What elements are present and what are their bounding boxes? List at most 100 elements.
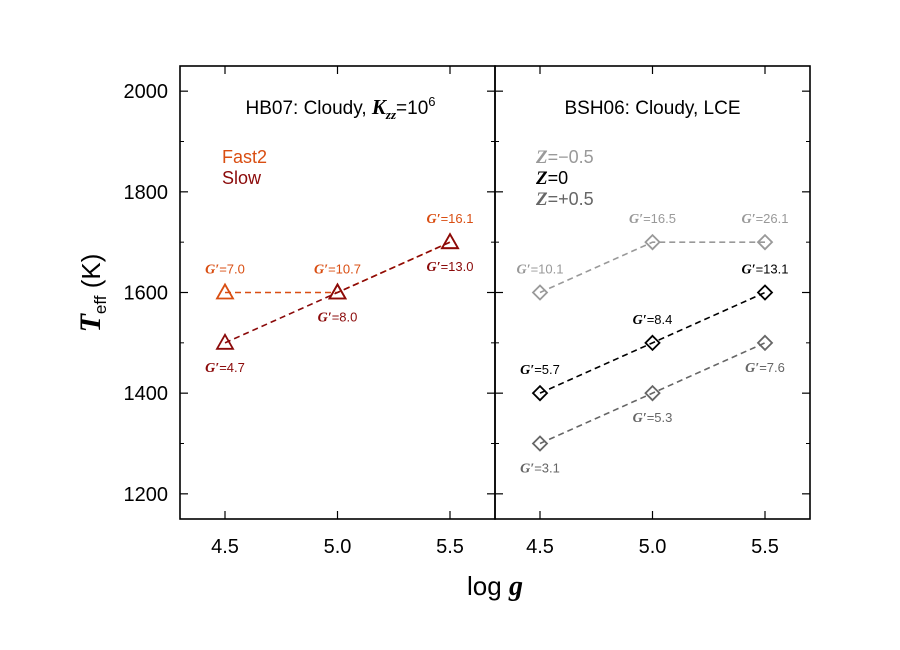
- x-axis-title: log g: [467, 571, 523, 602]
- point-label: G′=5.7: [520, 362, 560, 378]
- point-label-prefix: G′: [517, 263, 531, 278]
- y-tick-label: 1400: [124, 383, 169, 405]
- point-label: G′=4.7: [205, 360, 245, 376]
- y-tick-label: 1200: [124, 484, 169, 506]
- x-tick-label: 5.0: [639, 536, 667, 558]
- point-label: G′=16.1: [427, 211, 474, 227]
- legend-value: =−0.5: [548, 147, 594, 167]
- plot-frame: [494, 65, 811, 520]
- point-label: G′=13.1: [742, 262, 789, 278]
- x-tick-label: 4.5: [211, 536, 239, 558]
- k-value: =10: [396, 98, 428, 119]
- point-label: G′=10.7: [314, 262, 361, 278]
- legend-value: =0: [548, 168, 569, 188]
- legend-entry: Slow: [222, 168, 262, 188]
- x-axis-title-text: log: [467, 571, 509, 601]
- series-line: [539, 342, 766, 445]
- point-label: G′=10.1: [517, 262, 564, 278]
- point-label-prefix: G′: [629, 212, 643, 227]
- point-label: G′=3.1: [520, 461, 560, 477]
- diamond-marker: [531, 284, 549, 301]
- point-label: G′=26.1: [742, 211, 789, 227]
- point-label: G′=16.5: [629, 211, 676, 227]
- point-label-value: =26.1: [756, 211, 789, 226]
- point-label-value: =8.4: [647, 312, 673, 327]
- point-label-value: =8.0: [332, 310, 358, 325]
- point-label-value: =16.5: [643, 211, 676, 226]
- series-line: [539, 291, 766, 394]
- y-axis-title-symbol: T: [74, 312, 107, 332]
- y-tick-label: 2000: [124, 81, 169, 103]
- legend-symbol: Z: [535, 189, 548, 210]
- triangle-marker: [215, 333, 235, 350]
- x-tick-label: 5.0: [324, 536, 352, 558]
- point-label-prefix: G′: [633, 313, 647, 328]
- k-symbol: K: [371, 95, 388, 119]
- point-label: G′=7.6: [745, 360, 785, 376]
- k-exponent: 6: [428, 94, 435, 109]
- y-tick-label: 1800: [124, 182, 169, 204]
- point-label-prefix: G′: [520, 363, 534, 378]
- diamond-marker: [644, 233, 661, 251]
- point-label-prefix: G′: [633, 411, 647, 426]
- k-subscript: zz: [385, 107, 397, 122]
- triangle-marker: [327, 282, 348, 300]
- point-label-prefix: G′: [205, 361, 219, 376]
- point-label-value: =7.6: [759, 360, 785, 375]
- legend-label: Fast2: [222, 147, 267, 167]
- diamond-marker: [531, 384, 549, 402]
- point-label-value: =13.0: [441, 259, 474, 274]
- point-label-prefix: G′: [742, 212, 756, 227]
- point-label-value: =10.1: [531, 262, 564, 277]
- series-line: [539, 241, 765, 294]
- legend-entry: Z=+0.5: [535, 189, 594, 210]
- point-label-value: =7.0: [219, 262, 245, 277]
- legend-entry: Z=0: [535, 168, 568, 189]
- x-tick-label: 5.5: [436, 536, 464, 558]
- x-axis-title-symbol: g: [508, 571, 523, 602]
- diamond-marker: [644, 384, 661, 402]
- triangle-marker: [440, 232, 460, 250]
- triangle-marker: [327, 282, 348, 300]
- panel-title-text: BSH06: Cloudy, LCE: [564, 98, 740, 119]
- point-label-prefix: G′: [742, 263, 756, 278]
- point-label-prefix: G′: [745, 361, 759, 376]
- point-label-prefix: G′: [318, 311, 332, 326]
- legend-symbol: Z: [535, 147, 548, 168]
- y-axis-title-subscript: eff: [91, 295, 110, 314]
- point-label-prefix: G′: [314, 263, 328, 278]
- triangle-marker: [440, 232, 460, 250]
- legend-value: =+0.5: [548, 189, 594, 209]
- point-label-value: =13.1: [756, 262, 789, 277]
- panel-title-prefix: HB07: Cloudy,: [246, 98, 372, 119]
- point-label: G′=8.0: [318, 310, 358, 326]
- point-label-prefix: G′: [520, 462, 534, 477]
- point-label: G′=13.0: [427, 259, 474, 275]
- point-label-prefix: G′: [205, 263, 219, 278]
- point-label: G′=5.3: [633, 410, 673, 426]
- diamond-marker: [756, 233, 774, 251]
- y-axis-title: Teff (K): [74, 254, 110, 333]
- point-label-value: =5.7: [534, 362, 560, 377]
- point-label-value: =10.7: [328, 262, 361, 277]
- point-label-prefix: G′: [427, 260, 441, 275]
- x-tick-label: 4.5: [526, 536, 554, 558]
- legend-label: Slow: [222, 168, 262, 188]
- legend-entry: Z=−0.5: [535, 147, 594, 168]
- legend-symbol: Z: [535, 168, 548, 189]
- point-label-prefix: G′: [427, 212, 441, 227]
- point-label-value: =4.7: [219, 360, 245, 375]
- x-tick-label: 5.5: [751, 536, 779, 558]
- point-label: G′=8.4: [633, 312, 673, 328]
- diamond-marker: [531, 435, 549, 452]
- panel-title: BSH06: Cloudy, LCE: [564, 98, 740, 119]
- legend-entry: Fast2: [222, 147, 267, 167]
- diamond-marker: [644, 334, 661, 352]
- point-label-value: =5.3: [647, 410, 673, 425]
- y-tick-label: 1600: [124, 283, 169, 305]
- point-label-value: =16.1: [441, 211, 474, 226]
